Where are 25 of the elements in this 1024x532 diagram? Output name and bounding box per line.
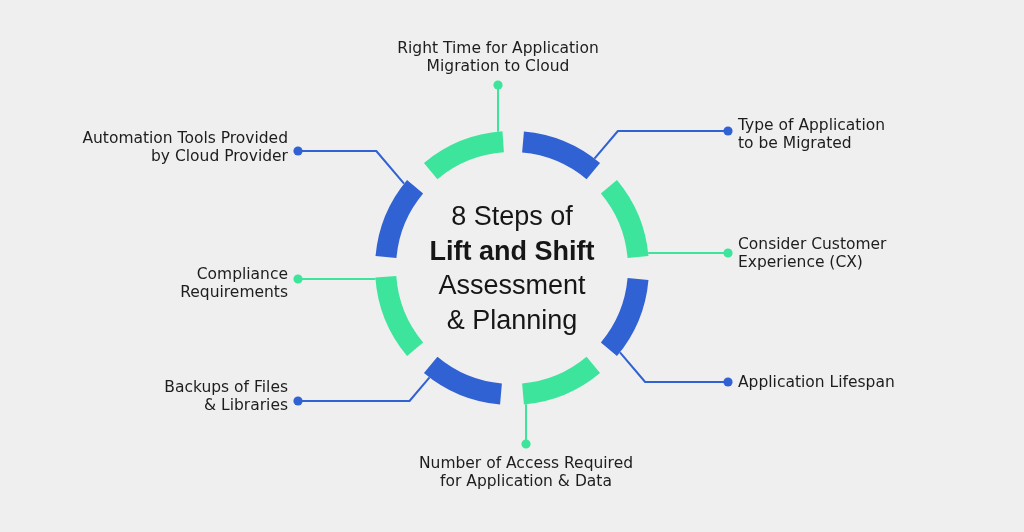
leader-line: [647, 248, 733, 258]
step-label: Right Time for Application Migration to Cloud: [396, 39, 600, 75]
leader-line: [593, 126, 733, 160]
step-label: Number of Access Required for Application & Data: [418, 454, 634, 490]
ring-segment: [423, 131, 504, 180]
ring-segment: [375, 276, 424, 357]
leader-line: [293, 274, 377, 284]
ring-segment: [600, 278, 649, 357]
step-label: Compliance Requirements: [179, 265, 288, 301]
step-label: Application Lifespan: [738, 373, 896, 391]
step-label: Automation Tools Provided by Cloud Provider: [81, 129, 288, 165]
leader-line: [521, 403, 531, 449]
leader-line: [293, 146, 406, 185]
step-label: Consider Customer Experience (CX): [738, 235, 888, 271]
step-label: Type of Application to be Migrated: [738, 116, 887, 152]
leader-line: [618, 351, 733, 387]
ring-segment: [522, 356, 601, 405]
ring-segment: [423, 356, 502, 405]
leader-line: [493, 80, 503, 133]
ring-segment: [600, 179, 649, 258]
ring-segment: [375, 179, 424, 258]
ring-segment: [522, 131, 601, 180]
step-label: Backups of Files & Libraries: [163, 378, 288, 414]
leader-line: [293, 376, 431, 406]
diagram-title: 8 Steps of Lift and Shift Assessment & Planning: [429, 200, 595, 337]
